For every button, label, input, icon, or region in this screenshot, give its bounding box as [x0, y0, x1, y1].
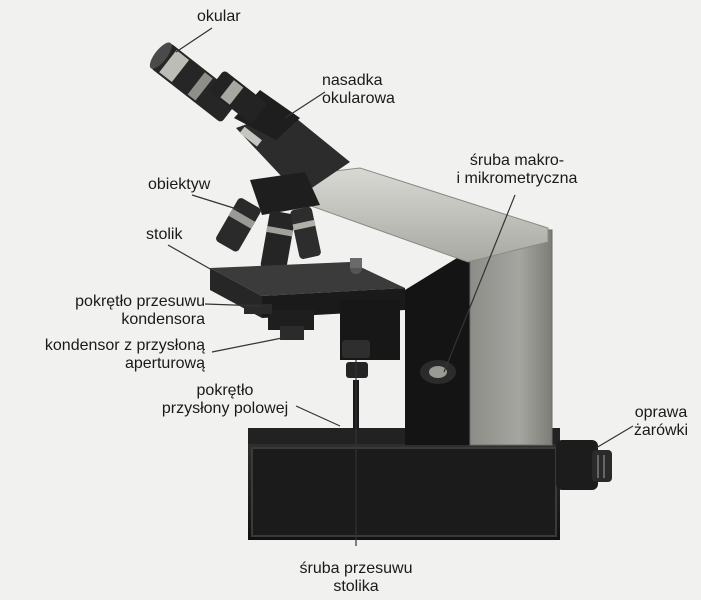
label-pokretlo-przyslony-line2: przysłony polowej [130, 400, 320, 418]
label-stolik-text: stolik [146, 226, 182, 244]
label-stolik: stolik [146, 226, 182, 244]
label-okular-text: okular [197, 8, 241, 26]
label-nasadka-line2: okularowa [322, 90, 395, 108]
stage-knobs [340, 300, 400, 430]
label-kondensor-line1: kondensor z przysłoną [45, 337, 205, 355]
microscope-arm [405, 230, 552, 445]
label-nasadka-line1: nasadka [322, 72, 395, 90]
label-oprawa-line2: żarówki [625, 422, 697, 440]
label-pokretlo-przyslony-line1: pokrętło [130, 382, 320, 400]
label-sruba-makro-line1: śruba makro- [432, 152, 602, 170]
label-pokretlo-przyslony: pokrętło przysłony polowej [130, 382, 320, 418]
label-oprawa-line1: oprawa [625, 404, 697, 422]
lamp-housing [556, 440, 612, 490]
label-obiektyw-text: obiektyw [148, 176, 210, 194]
eyepieces [146, 39, 267, 124]
label-sruba-stolika: śruba przesuwu stolika [276, 560, 436, 596]
label-obiektyw: obiektyw [148, 176, 210, 194]
label-pokretlo-przesuwu-line2: kondensora [75, 311, 205, 329]
objectives [215, 172, 322, 272]
label-kondensor: kondensor z przysłoną aperturową [45, 337, 205, 373]
focus-knob [420, 360, 456, 384]
label-oprawa: oprawa żarówki [625, 404, 697, 440]
label-nasadka: nasadka okularowa [322, 72, 395, 108]
label-kondensor-line2: aperturową [45, 355, 205, 373]
label-pokretlo-przesuwu-line1: pokrętło przesuwu [75, 293, 205, 311]
label-sruba-makro-line2: i mikrometryczna [432, 170, 602, 188]
label-sruba-stolika-line1: śruba przesuwu [276, 560, 436, 578]
label-sruba-stolika-line2: stolika [276, 578, 436, 596]
label-sruba-makro: śruba makro- i mikrometryczna [432, 152, 602, 188]
label-okular: okular [197, 8, 241, 26]
label-pokretlo-przesuwu: pokrętło przesuwu kondensora [75, 293, 205, 329]
